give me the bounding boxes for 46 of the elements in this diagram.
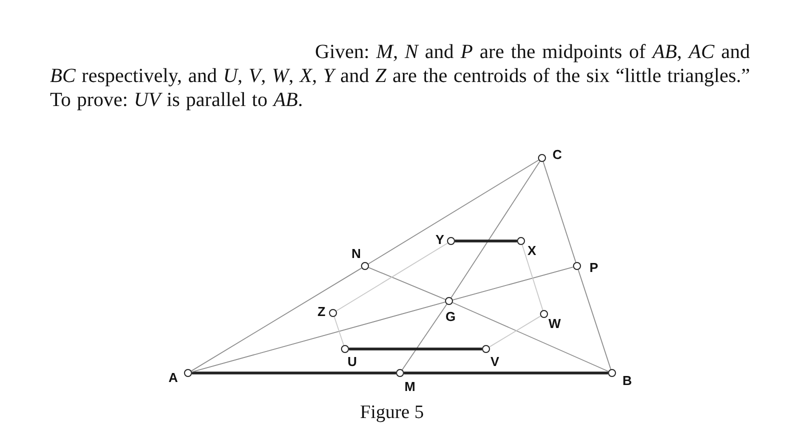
- point-label: P: [590, 261, 598, 275]
- labelled-point: [572, 261, 600, 275]
- point-label: G: [446, 310, 456, 324]
- line-segment: [334, 316, 344, 346]
- line-segment: [368, 160, 540, 264]
- point-label: X: [528, 244, 536, 258]
- point-label: U: [348, 355, 357, 369]
- line-segment: [368, 267, 446, 300]
- point-label: B: [622, 374, 632, 388]
- labelled-point: [352, 247, 370, 271]
- labelled-point: [537, 148, 564, 163]
- labelled-point: [318, 305, 338, 319]
- line-segment: [336, 242, 448, 312]
- segment: [404, 372, 608, 374]
- line-segment: [191, 302, 446, 372]
- labelled-point: [436, 233, 456, 247]
- labelled-point: [539, 309, 560, 331]
- line-segment: [402, 304, 448, 370]
- line-segment: [488, 316, 542, 348]
- line-segment: [452, 302, 609, 372]
- point-label: N: [352, 247, 361, 261]
- problem-statement: Given: M, N and P are the midpoints of AB, AC and BC respectively, and U, V, W, X, Y and Z are the centroids of the six “little triangles.” To prove: UV is parallel to AB.: [50, 40, 750, 112]
- line-segment: [542, 161, 576, 263]
- labelled-point: [340, 344, 358, 369]
- figure-caption: Figure 5: [360, 402, 424, 424]
- labelled-point: [607, 368, 634, 388]
- segment: [192, 372, 396, 374]
- labelled-point: [395, 368, 416, 394]
- line-segment: [522, 244, 544, 311]
- point-label: V: [490, 355, 500, 369]
- line-segment: [452, 266, 574, 300]
- point-label: W: [548, 317, 561, 331]
- labelled-point: [516, 236, 538, 258]
- labelled-point: [481, 344, 502, 369]
- point-label: C: [552, 148, 562, 162]
- line-segment: [190, 268, 362, 372]
- line-segment: [578, 269, 612, 370]
- labelled-point: [168, 368, 193, 385]
- point-label: A: [168, 371, 178, 385]
- segment: [349, 348, 482, 350]
- line-segment: [450, 160, 540, 298]
- point-label: M: [404, 380, 416, 394]
- labelled-point: [444, 296, 456, 324]
- point-label: Z: [318, 305, 326, 319]
- segment: [455, 240, 517, 242]
- point-label: Y: [436, 233, 444, 247]
